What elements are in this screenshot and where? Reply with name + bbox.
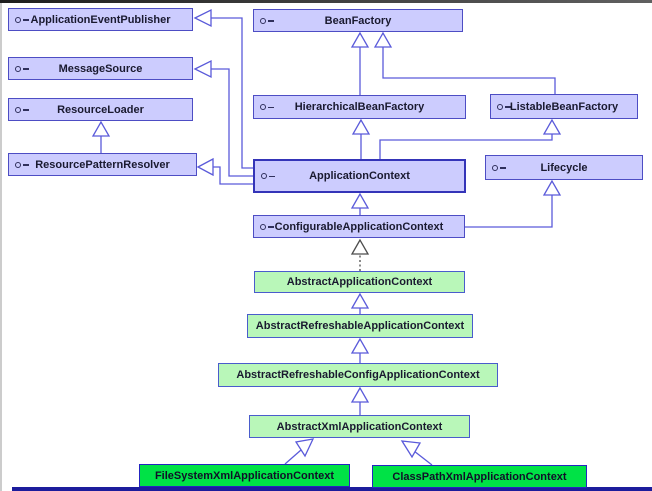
class-box-lbf: ListableBeanFactory bbox=[490, 94, 638, 119]
class-label: ConfigurableApplicationContext bbox=[274, 220, 444, 233]
window-top-edge bbox=[0, 0, 652, 3]
window-bottom-bar bbox=[12, 487, 652, 491]
class-label: ListableBeanFactory bbox=[509, 100, 619, 113]
class-box-rpr: ResourcePatternResolver bbox=[8, 153, 197, 176]
arrow-ac-hbf bbox=[351, 118, 371, 135]
arrow-cpx-axac bbox=[400, 440, 422, 459]
interface-icon bbox=[15, 16, 30, 24]
arrow-ac-ms bbox=[193, 59, 212, 79]
edge-ac-lbf bbox=[379, 133, 553, 159]
class-label: ResourceLoader bbox=[57, 103, 144, 116]
arrow-ac-aep bbox=[193, 8, 212, 28]
class-label: ApplicationContext bbox=[309, 170, 410, 182]
interface-icon bbox=[261, 173, 276, 180]
class-box-fsx: FileSystemXmlApplicationContext bbox=[139, 464, 350, 487]
edge-fsx-axac bbox=[284, 449, 302, 465]
class-box-ms: MessageSource bbox=[8, 57, 193, 80]
class-label: ApplicationEventPublisher bbox=[30, 13, 171, 26]
class-label: MessageSource bbox=[58, 62, 143, 75]
arrow-axac-arcac bbox=[350, 386, 370, 403]
class-box-cac: ConfigurableApplicationContext bbox=[253, 215, 465, 238]
class-box-arcac: AbstractRefreshableConfigApplicationCont… bbox=[218, 363, 498, 387]
interface-icon bbox=[15, 65, 30, 73]
class-box-hbf: HierarchicalBeanFactory bbox=[253, 95, 466, 119]
arrow-arcac-arac bbox=[350, 337, 370, 354]
class-box-arac: AbstractRefreshableApplicationContext bbox=[247, 314, 473, 338]
class-label: HierarchicalBeanFactory bbox=[294, 101, 425, 113]
class-label: AbstractApplicationContext bbox=[286, 276, 433, 288]
arrow-cac-lc bbox=[542, 179, 562, 196]
arrow-lbf-bf bbox=[373, 31, 393, 48]
class-label: AbstractRefreshableApplicationContext bbox=[255, 320, 465, 332]
edge-cac-lc bbox=[465, 194, 553, 228]
edge-ac-ms bbox=[211, 68, 253, 177]
arrow-cac-ac bbox=[350, 192, 370, 209]
arrow-hbf-bf bbox=[350, 31, 370, 48]
arrow-ac-rpr bbox=[196, 157, 214, 177]
edge-ac-aep bbox=[211, 17, 253, 169]
edge-cpx-axac bbox=[413, 450, 433, 466]
interface-icon bbox=[260, 17, 275, 25]
class-box-aep: ApplicationEventPublisher bbox=[8, 8, 193, 31]
arrow-arac-aac bbox=[350, 292, 370, 309]
class-box-bf: BeanFactory bbox=[253, 9, 463, 32]
arrow-fsx-axac bbox=[294, 438, 315, 458]
window-left-edge bbox=[0, 3, 2, 491]
arrow-rpr-rl bbox=[91, 120, 111, 137]
arrow-aac-cac bbox=[350, 238, 370, 255]
interface-icon bbox=[260, 223, 275, 231]
interface-icon bbox=[492, 164, 507, 172]
interface-icon bbox=[497, 103, 512, 111]
class-label: Lifecycle bbox=[540, 161, 588, 174]
edge-lbf-bf bbox=[382, 46, 556, 94]
class-label: AbstractXmlApplicationContext bbox=[276, 420, 443, 433]
class-box-aac: AbstractApplicationContext bbox=[254, 271, 465, 293]
class-label: AbstractRefreshableConfigApplicationCont… bbox=[236, 369, 480, 381]
class-box-cpx: ClassPathXmlApplicationContext bbox=[372, 465, 587, 488]
class-label: BeanFactory bbox=[324, 14, 392, 27]
class-box-ac: ApplicationContext bbox=[253, 159, 466, 193]
interface-icon bbox=[15, 161, 30, 169]
interface-icon bbox=[15, 106, 30, 114]
class-box-rl: ResourceLoader bbox=[8, 98, 193, 121]
class-box-axac: AbstractXmlApplicationContext bbox=[249, 415, 470, 438]
edge-ac-rpr bbox=[213, 166, 253, 185]
class-box-lc: Lifecycle bbox=[485, 155, 643, 180]
class-label: ClassPathXmlApplicationContext bbox=[392, 470, 567, 483]
class-label: FileSystemXmlApplicationContext bbox=[154, 469, 335, 482]
interface-icon bbox=[260, 104, 275, 111]
class-label: ResourcePatternResolver bbox=[35, 158, 170, 171]
arrow-ac-lbf bbox=[542, 118, 562, 135]
